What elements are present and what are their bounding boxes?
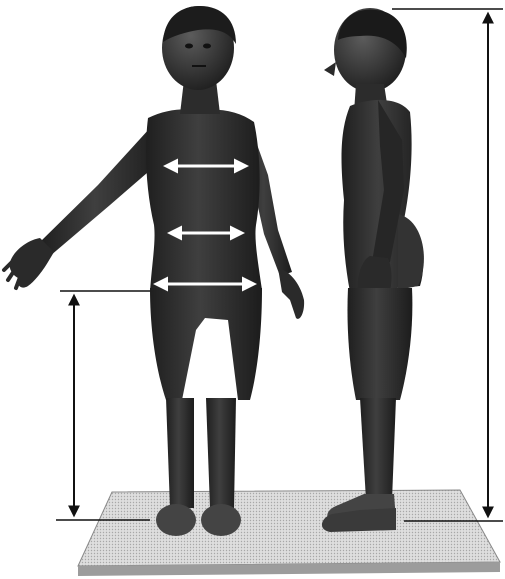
side-view-body-model [322, 8, 424, 532]
floor-platform [78, 490, 500, 576]
front-view-body-model [4, 6, 304, 536]
leg-length [56, 291, 150, 520]
